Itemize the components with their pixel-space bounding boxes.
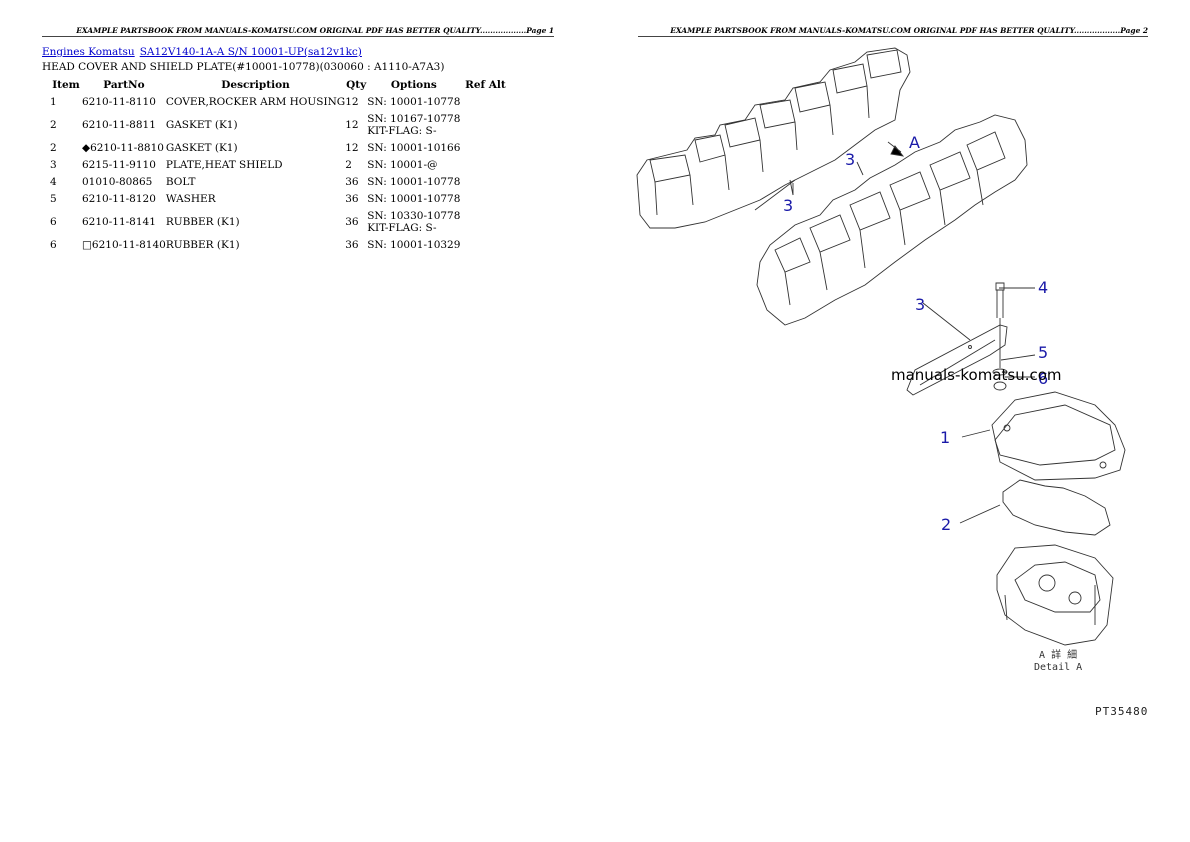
table-row: 6 6210-11-8141 RUBBER (K1) 36 SN: 10330-… [42, 207, 510, 236]
col-description-header: Description [221, 78, 290, 91]
col-partno-header: PartNo [103, 78, 145, 91]
callout-3-lower: 3 [845, 150, 856, 169]
qty-cell: 12 [345, 141, 359, 154]
partno-cell: 6210-11-8110 [82, 95, 156, 108]
option-line: SN: 10001-10778 [367, 95, 461, 108]
option-kit-flag: KIT-FLAG: S- [367, 221, 437, 234]
description-cell: BOLT [165, 175, 196, 188]
description-cell: RUBBER (K1) [165, 215, 240, 228]
option-line: SN: 10001-10329 [367, 238, 461, 251]
table-row: 4 01010-80865 BOLT 36 SN: 10001-10778 [42, 173, 510, 190]
breadcrumb: Engines Komatsu SA12V140-1A-A S/N 10001-U… [42, 46, 362, 58]
watermark-text: manuals-komatsu.com [891, 366, 1062, 384]
refalt-cell [460, 93, 510, 110]
page-header: EXAMPLE PARTSBOOK FROM MANUALS-KOMATSU.C… [638, 26, 1148, 37]
description-cell: RUBBER (K1) [165, 238, 240, 251]
breadcrumb-link-model[interactable]: SA12V140-1A-A S/N 10001-UP(sa12v1kc) [139, 46, 362, 58]
description-cell: PLATE,HEAT SHIELD [165, 158, 283, 171]
page-title: HEAD COVER AND SHIELD PLATE(#10001-10778… [42, 61, 445, 73]
refalt-cell [460, 173, 510, 190]
table-row: 2 ◆6210-11-8810 GASKET (K1) 12 SN: 10001… [42, 139, 510, 156]
description-cell: GASKET (K1) [165, 118, 238, 131]
description-cell: COVER,ROCKER ARM HOUSING [165, 95, 346, 108]
refalt-cell [460, 156, 510, 173]
item-cell: 5 [50, 192, 57, 205]
page-1: EXAMPLE PARTSBOOK FROM MANUALS-KOMATSU.C… [42, 26, 554, 253]
partno-cell: 6210-11-8811 [82, 118, 156, 131]
diagram-code: PT35480 [1095, 705, 1149, 718]
view-arrow-label: A [909, 133, 920, 152]
qty-cell: 36 [345, 175, 359, 188]
callout-2: 2 [941, 515, 952, 534]
table-row: 6 □6210-11-8140 RUBBER (K1) 36 SN: 10001… [42, 236, 510, 253]
page-2: EXAMPLE PARTSBOOK FROM MANUALS-KOMATSU.C… [595, 0, 1190, 842]
table-row: 5 6210-11-8120 WASHER 36 SN: 10001-10778 [42, 190, 510, 207]
callout-1: 1 [940, 428, 951, 447]
table-header-row: Item PartNo Description Qty Options Ref … [42, 76, 510, 93]
option-line: SN: 10001-10166 [367, 141, 461, 154]
description-cell: GASKET (K1) [165, 141, 238, 154]
partno-cell: 01010-80865 [82, 175, 153, 188]
callout-5: 5 [1038, 343, 1049, 362]
partno-cell: 6210-11-8141 [82, 215, 156, 228]
callout-6: 6 [1038, 369, 1049, 388]
options-cell: SN: 10001-10778 [367, 93, 460, 110]
col-item-header: Item [52, 78, 80, 91]
qty-cell: 12 [345, 95, 359, 108]
qty-cell: 36 [345, 215, 359, 228]
callout-3-upper: 3 [783, 196, 794, 215]
option-line: SN: 10001-@ [367, 158, 438, 171]
item-cell: 6 [50, 238, 57, 251]
refalt-cell [460, 236, 510, 253]
table-row: 2 6210-11-8811 GASKET (K1) 12 SN: 10167-… [42, 110, 510, 139]
col-qty-header: Qty [346, 78, 367, 91]
callout-4: 4 [1038, 278, 1049, 297]
partno-cell: ◆6210-11-8810 [82, 141, 164, 154]
option-line: SN: 10001-10778 [367, 192, 461, 205]
options-cell: SN: 10001-10778 [367, 190, 460, 207]
item-cell: 2 [50, 141, 57, 154]
refalt-cell [460, 110, 510, 139]
option-kit-flag: KIT-FLAG: S- [367, 124, 437, 137]
option-line: SN: 10330-10778 [367, 209, 461, 222]
qty-cell: 12 [345, 118, 359, 131]
item-cell: 3 [50, 158, 57, 171]
qty-cell: 36 [345, 192, 359, 205]
exploded-parts-diagram [636, 47, 1126, 646]
item-cell: 2 [50, 118, 57, 131]
refalt-cell [460, 207, 510, 236]
option-line: SN: 10167-10778 [367, 112, 461, 125]
partno-cell: 6215-11-9110 [82, 158, 156, 171]
detail-label-english: Detail A [1034, 662, 1083, 673]
item-cell: 1 [50, 95, 57, 108]
item-cell: 6 [50, 215, 57, 228]
refalt-cell [460, 190, 510, 207]
detail-label: A 詳 細 Detail A [1034, 650, 1082, 674]
options-cell: SN: 10001-@ [367, 156, 460, 173]
partno-cell: □6210-11-8140 [82, 238, 166, 251]
page-header: EXAMPLE PARTSBOOK FROM MANUALS-KOMATSU.C… [42, 26, 554, 37]
refalt-cell [460, 139, 510, 156]
option-line: SN: 10001-10778 [367, 175, 461, 188]
options-cell: SN: 10001-10778 [367, 173, 460, 190]
options-cell: SN: 10001-10166 [367, 139, 460, 156]
qty-cell: 36 [345, 238, 359, 251]
table-row: 1 6210-11-8110 COVER,ROCKER ARM HOUSING … [42, 93, 510, 110]
callout-3-plate: 3 [915, 295, 926, 314]
partno-cell: 6210-11-8120 [82, 192, 156, 205]
breadcrumb-link-engines[interactable]: Engines Komatsu [42, 46, 135, 58]
col-refalt-header: Ref Alt [465, 78, 506, 91]
parts-table: Item PartNo Description Qty Options Ref … [42, 76, 510, 253]
description-cell: WASHER [165, 192, 216, 205]
item-cell: 4 [50, 175, 57, 188]
options-cell: SN: 10001-10329 [367, 236, 460, 253]
qty-cell: 2 [345, 158, 352, 171]
detail-label-japanese: A 詳 細 [1039, 650, 1078, 661]
table-row: 3 6215-11-9110 PLATE,HEAT SHIELD 2 SN: 1… [42, 156, 510, 173]
col-options-header: Options [390, 78, 437, 91]
